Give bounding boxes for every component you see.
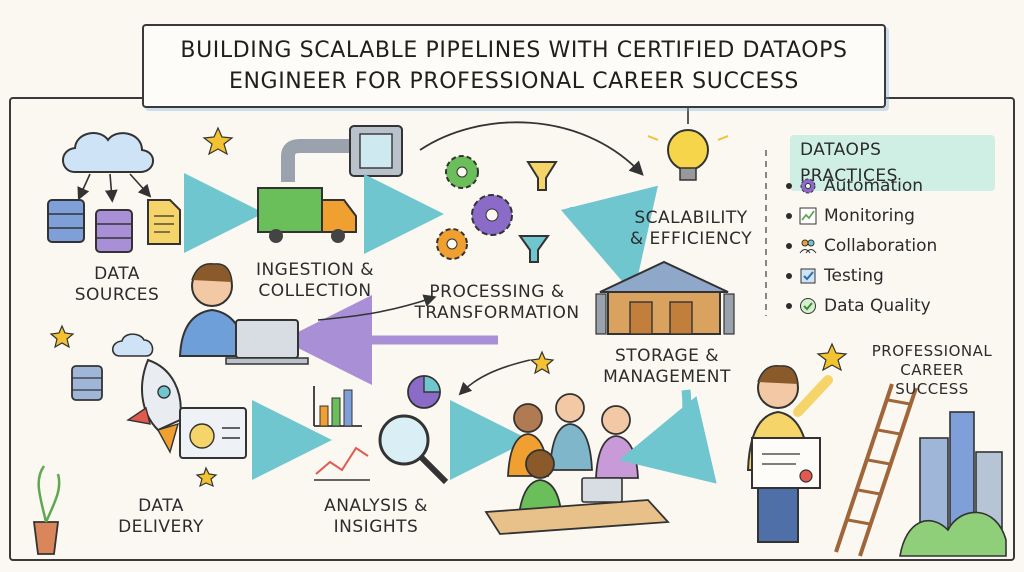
gear-icon: [800, 178, 816, 194]
practice-item-automation: Automation: [786, 173, 923, 199]
bullet: [786, 213, 792, 219]
label-processing: PROCESSING &TRANSFORMATION: [414, 282, 580, 323]
magnifier-icon: [378, 414, 449, 485]
practice-item-monitoring: Monitoring: [786, 203, 915, 229]
plant-icon: [32, 465, 61, 555]
document-icon: [147, 199, 181, 245]
title-banner: BUILDING SCALABLE PIPELINES WITH CERTIFI…: [142, 24, 886, 108]
bullet: [786, 243, 792, 249]
arrow-processing-to-storage: [560, 185, 658, 295]
dataops-practices-panel: DATAOPS PRACTICES Automation Monitoring …: [780, 135, 995, 327]
engineer-figure: [178, 263, 248, 357]
cloud-icon: [62, 132, 154, 203]
practice-item-collaboration: Collaboration: [786, 233, 937, 259]
lightbulb-icon: [647, 100, 729, 181]
certificate-icon: [751, 437, 821, 489]
funnel-icon: [518, 161, 558, 263]
bullet: [786, 183, 792, 189]
city-skyline: [899, 411, 1007, 557]
check-circle-icon: [800, 298, 816, 314]
database-icon-purple: [95, 209, 133, 253]
label-analysis: ANALYSIS &INSIGHTS: [324, 496, 428, 537]
gear-icon-small: [436, 228, 468, 260]
practice-item-data-quality: Data Quality: [786, 293, 931, 319]
practice-item-testing: Testing: [786, 263, 884, 289]
gear-icon-purple: [471, 194, 513, 236]
feedback-loop-arrow: [419, 121, 644, 176]
arrow-storage-to-team: [618, 389, 717, 484]
label-scalability: SCALABILITY& EFFICIENCY: [629, 208, 753, 249]
rocket-icon: [126, 358, 182, 454]
bullet: [786, 303, 792, 309]
truck-icon: [257, 187, 357, 243]
bullet: [786, 273, 792, 279]
people-icon: [799, 239, 817, 254]
chart-icon: [799, 207, 817, 225]
arrow-engineer-to-processing: [317, 294, 437, 321]
star-icon-4: [816, 342, 848, 372]
ladder-icon: [834, 383, 918, 557]
title-line-2: ENGINEER FOR PROFESSIONAL CAREER SUCCESS: [229, 69, 799, 94]
arrow-team-to-analysis: [458, 359, 531, 396]
star-icon-5: [195, 466, 218, 488]
database-icon: [47, 199, 85, 243]
pie-chart-icon: [407, 375, 441, 409]
star-icon-3: [529, 350, 555, 375]
pipe-icon: [281, 125, 403, 182]
bar-chart-icon: [313, 386, 362, 427]
star-icon-2: [49, 324, 75, 349]
line-chart-icon: [314, 446, 370, 481]
dashboard-icon: [179, 407, 247, 459]
title-line-1: BUILDING SCALABLE PIPELINES WITH CERTIFI…: [180, 38, 848, 63]
gear-icon-orange: [445, 155, 479, 189]
label-ingestion: INGESTION &COLLECTION: [255, 260, 375, 301]
database-icon-small: [71, 365, 103, 401]
cloud-icon-small: [111, 333, 154, 357]
checkbox-icon: [800, 268, 816, 284]
warehouse-icon: [595, 260, 735, 335]
star-icon-1: [202, 126, 234, 156]
label-storage: STORAGE &MANAGEMENT: [603, 346, 731, 387]
laptop-icon: [225, 319, 309, 365]
practices-title: DATAOPS PRACTICES: [790, 135, 995, 191]
table-icon: [484, 477, 670, 535]
